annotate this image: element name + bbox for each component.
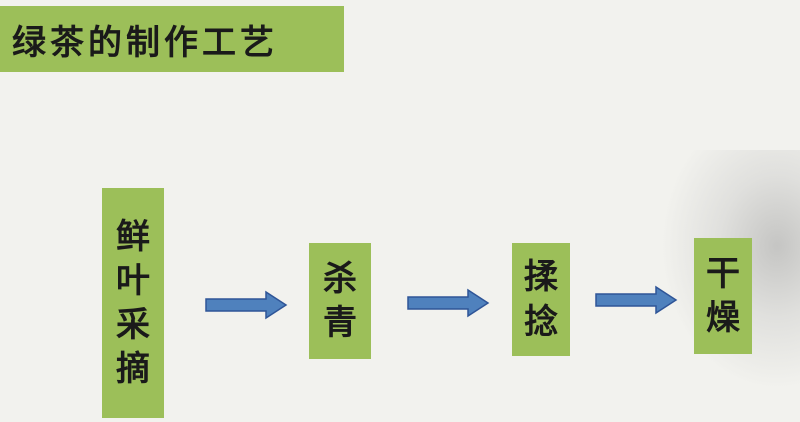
arrow-shape: [205, 290, 288, 320]
step-char: 采: [116, 305, 150, 345]
step-char: 干: [706, 253, 740, 294]
step-fresh-leaf-picking: 鲜 叶 采 摘: [102, 188, 164, 418]
title-banner: 绿茶的制作工艺: [0, 6, 344, 72]
step-char: 青: [323, 303, 357, 343]
arrow-shape: [595, 285, 678, 315]
step-char: 揉: [524, 257, 558, 298]
flow-arrow-3: [595, 285, 678, 315]
step-fixing: 杀 青: [309, 243, 371, 359]
flow-arrow-2: [407, 288, 490, 318]
step-rolling: 揉 捻: [512, 243, 570, 356]
step-char: 摘: [116, 349, 150, 390]
page-title: 绿茶的制作工艺: [12, 22, 278, 63]
flow-arrow-1: [205, 290, 288, 320]
step-char: 杀: [323, 258, 357, 299]
step-char: 鲜: [116, 216, 150, 257]
step-char: 燥: [706, 298, 740, 338]
step-char: 捻: [524, 301, 558, 342]
step-drying: 干 燥: [694, 238, 752, 354]
step-char: 叶: [116, 260, 150, 301]
arrow-shape: [407, 288, 490, 318]
